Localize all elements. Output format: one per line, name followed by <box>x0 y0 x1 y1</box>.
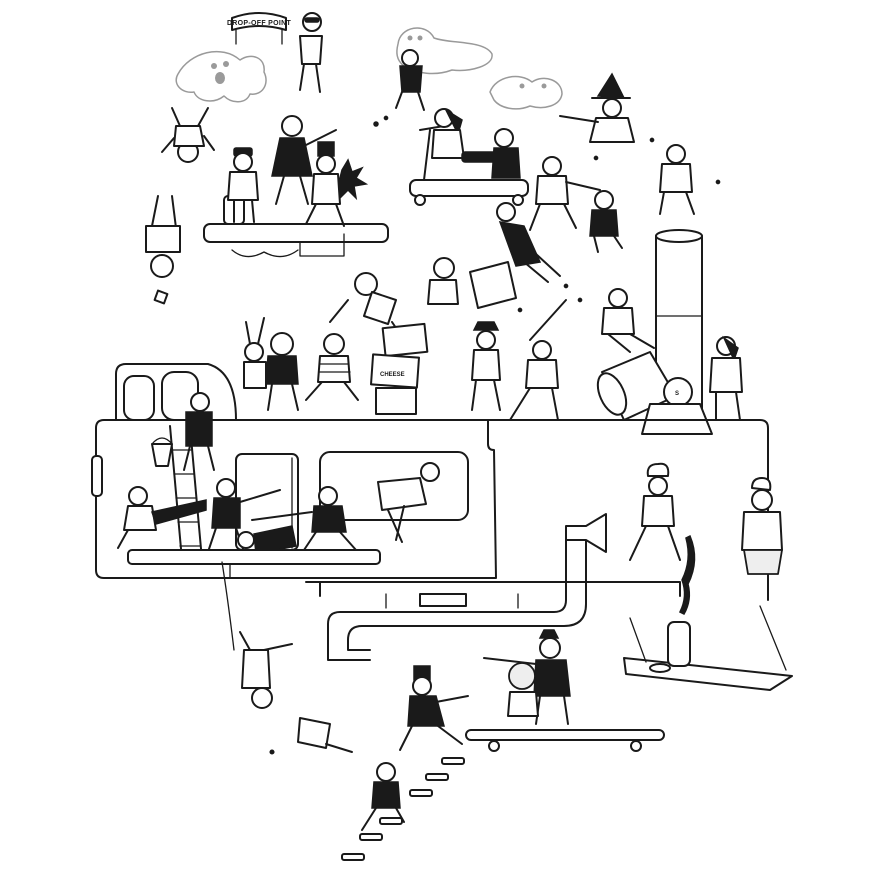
figure-man-hat <box>227 147 259 223</box>
spill-stream <box>678 534 696 615</box>
cannon: S <box>596 351 713 435</box>
figure-bat-swinger <box>509 299 567 421</box>
figure-bearded-swordsman <box>207 478 281 553</box>
cannon-label: S <box>675 391 679 397</box>
ghost-center <box>396 27 493 75</box>
figure-gatling-gunner <box>461 128 521 179</box>
figure-curly-hair <box>507 662 539 717</box>
lower-left-platform <box>127 549 381 579</box>
figure-box-carrier <box>427 257 517 309</box>
debris <box>269 115 721 755</box>
figure-fleeing-underwear <box>377 462 440 543</box>
figure-sword-lunger <box>251 486 357 557</box>
figure-arms-up <box>243 317 267 389</box>
figure-woman-right <box>709 335 743 421</box>
witch <box>559 72 635 143</box>
figure-ladder-climber <box>496 202 561 283</box>
figure-upside-down-left <box>145 195 181 305</box>
figure-chef-right <box>741 477 783 575</box>
figure-karate-kicker <box>117 486 207 549</box>
figure-rope-hanger <box>239 631 293 709</box>
figure-crawling-black <box>237 525 297 555</box>
figure-striped-runner <box>305 333 359 401</box>
machine-body <box>91 363 769 601</box>
drop-off-sign-text: DROP-OFF POINT <box>227 20 292 27</box>
ghost-left <box>175 50 267 103</box>
figure-chef-left <box>629 462 681 561</box>
pipe-network <box>305 513 681 661</box>
rope <box>221 561 235 651</box>
figure-climber-top <box>529 156 601 231</box>
figure-top-hat-fighter <box>305 141 345 227</box>
figure-ladder-man <box>183 392 215 471</box>
figure-falling-topleft <box>161 107 215 163</box>
steps <box>341 757 465 861</box>
figure-climber-middle <box>589 190 623 253</box>
crate-label: CHEESE <box>380 372 405 378</box>
figure-stair-climber <box>361 762 405 831</box>
figure-ghost-rider <box>395 49 425 111</box>
figure-gunslinger <box>483 629 571 725</box>
table-scene <box>623 605 793 691</box>
figure-glasses-fighter <box>265 332 299 411</box>
figure-cannon-rider <box>601 288 655 353</box>
figure-cowboy <box>471 321 501 411</box>
scooter-platform <box>409 125 529 206</box>
figure-woman-dress <box>271 115 337 205</box>
skateboard <box>465 729 665 752</box>
crate-stack: CHEESE <box>370 322 429 415</box>
figure-top-hat-runner <box>399 665 469 751</box>
bucket <box>151 437 173 467</box>
figure-flying-right <box>659 144 695 215</box>
figure-scooter-rider <box>431 107 465 159</box>
drop-off-sign: DROP-OFF POINT <box>227 12 292 45</box>
figure-sunglasses <box>299 12 323 93</box>
ghost-right <box>489 75 563 110</box>
upper-left-platform <box>203 195 389 258</box>
figure-dangling-chain <box>297 717 353 753</box>
